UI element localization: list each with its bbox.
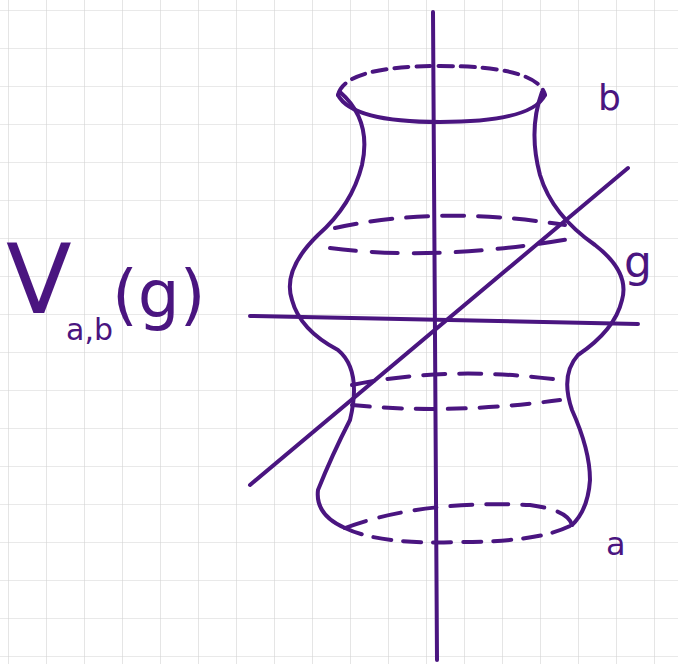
subscript-label: a,b (66, 315, 113, 345)
ellipse-dashed (335, 216, 565, 228)
ellipse-front (338, 95, 545, 122)
profile-left (290, 92, 365, 528)
ellipse-dashed (352, 400, 560, 409)
ellipse-dashed (330, 238, 575, 253)
argument-label: (g) (112, 262, 205, 328)
ellipse-back (345, 504, 572, 528)
profile-right (534, 92, 623, 525)
axis-line (433, 12, 437, 660)
ellipse-back (338, 66, 545, 95)
ellipse-front (345, 525, 572, 542)
bound-label: a (606, 528, 626, 560)
bound-label: b (598, 80, 621, 116)
ellipse-dashed (352, 374, 560, 385)
volume-symbol: V (6, 232, 72, 328)
line-label: g (624, 240, 652, 284)
